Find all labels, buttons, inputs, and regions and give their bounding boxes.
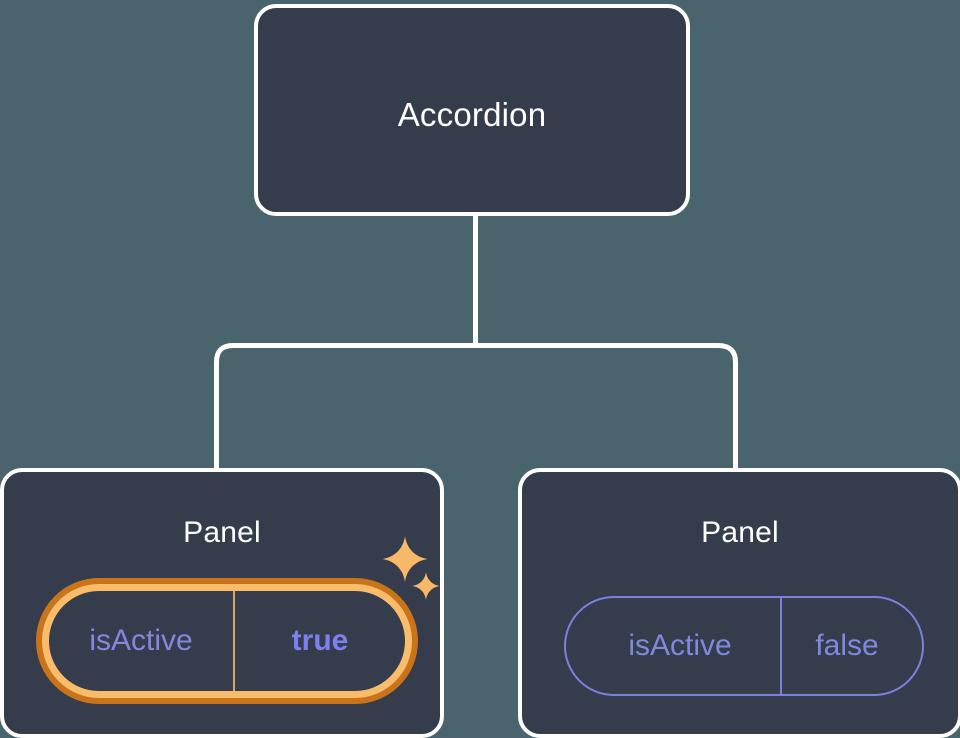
node-panel-inactive[interactable]: Panel isActive false <box>518 468 960 738</box>
node-accordion-label: Accordion <box>397 96 547 133</box>
node-panel-active[interactable]: Panel isActive true <box>0 468 444 738</box>
connector-child-bus <box>214 343 738 470</box>
prop-value-label: false <box>815 629 879 662</box>
prop-key-label: isActive <box>566 598 782 694</box>
prop-value-label: true <box>291 624 349 657</box>
prop-key-label: isActive <box>49 591 235 691</box>
node-accordion[interactable]: Accordion <box>254 4 690 216</box>
prop-pill-inner: isActive true <box>42 584 412 698</box>
prop-pill-isactive-true[interactable]: isActive true <box>36 578 418 704</box>
prop-pill-isactive-false[interactable]: isActive false <box>564 596 924 696</box>
node-panel-active-label: Panel <box>183 516 261 549</box>
node-panel-inactive-label: Panel <box>701 516 779 549</box>
